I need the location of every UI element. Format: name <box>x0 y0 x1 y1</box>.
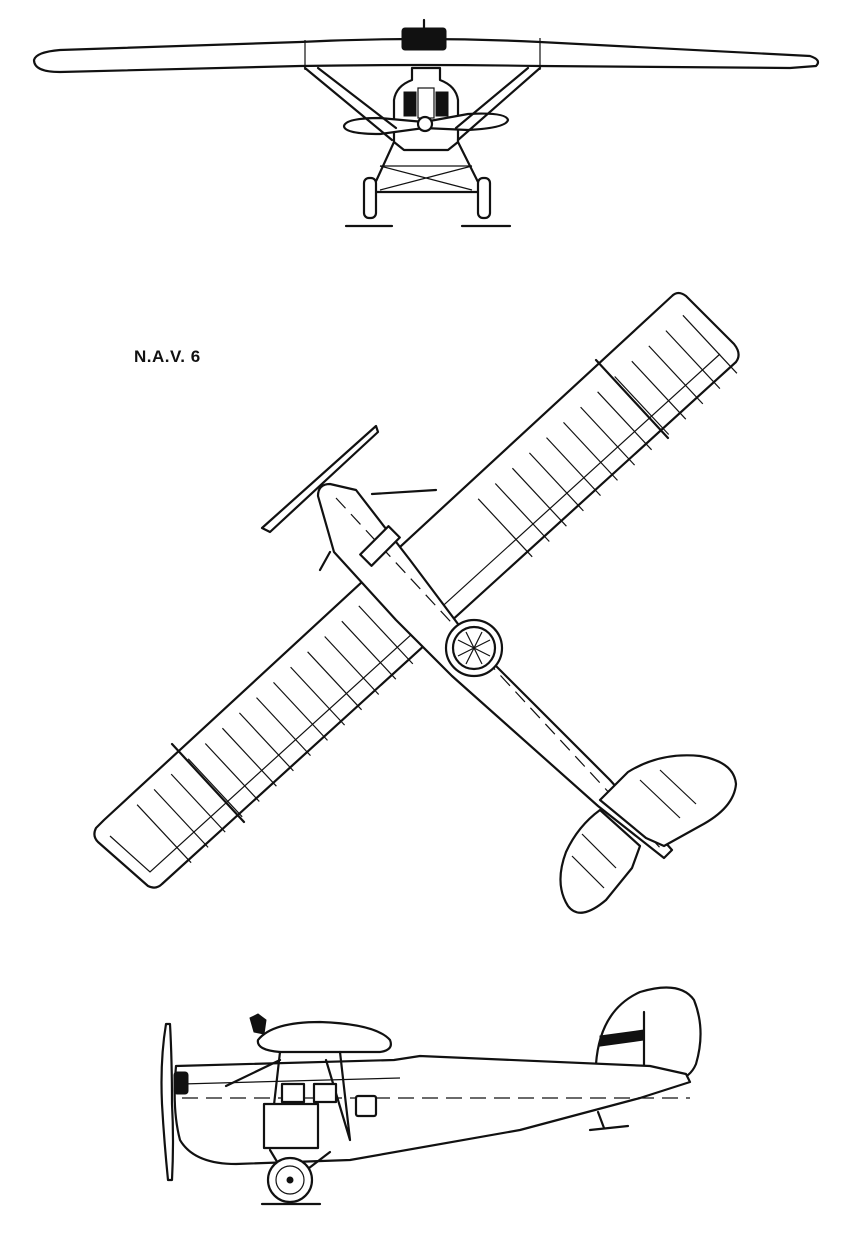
plan-view-cockpit-grid <box>457 631 491 665</box>
side-view-exhaust <box>249 1013 267 1035</box>
wing-rib <box>307 651 363 711</box>
front-view-wheel-left <box>362 176 378 220</box>
wing-rib <box>477 498 533 558</box>
wing-rib <box>153 788 209 848</box>
wing-rib <box>290 666 346 726</box>
wing-rib <box>494 483 550 542</box>
wing-rib <box>580 406 636 466</box>
wing-rib <box>238 712 294 772</box>
side-view-window-a <box>280 1082 306 1104</box>
side-view-cabin-struts <box>224 1050 352 1142</box>
front-view-strut-left-outer <box>303 66 394 142</box>
front-view-strut-right-outer <box>456 66 542 142</box>
front-view-wing <box>32 37 820 74</box>
front-view-cylinder-left <box>403 91 417 117</box>
wing-rib <box>187 758 243 818</box>
side-view-fin <box>594 986 702 1082</box>
plan-view-tail-rib-b <box>659 769 697 805</box>
plan-view-wing-ribs <box>136 314 738 864</box>
front-view-strut-left-inner <box>316 66 398 130</box>
side-view-longeron <box>181 1077 401 1085</box>
plan-view-tail-rib-c <box>581 833 617 869</box>
side-view-propeller <box>160 1022 175 1182</box>
wing-rib <box>170 773 226 833</box>
front-view-spinner <box>416 115 434 133</box>
wing-rib <box>358 605 414 665</box>
wing-rib <box>563 421 618 481</box>
side-view-window-c <box>354 1094 378 1118</box>
wing-rib <box>665 330 721 390</box>
front-view-cylinder-right <box>435 91 449 117</box>
wing-rib <box>273 681 328 741</box>
wing-rib <box>597 391 653 451</box>
wing-rib <box>614 376 670 435</box>
wing-rib <box>204 743 260 802</box>
plan-view-aileron-left <box>170 742 246 824</box>
plan-view <box>93 291 740 914</box>
side-view-wheel-hub <box>275 1165 305 1195</box>
plan-view-propeller <box>260 424 380 534</box>
wing-rib <box>136 804 192 864</box>
wing-rib <box>341 620 397 680</box>
plan-view-struts <box>318 488 438 572</box>
wing-rib <box>256 697 311 757</box>
plan-view-tail-rib-a <box>639 779 681 819</box>
plan-view-cockpit-inner <box>451 625 497 671</box>
plan-view-wing-edge-line <box>109 353 721 873</box>
side-view-tail-skid <box>588 1110 630 1132</box>
front-view-engine-block <box>401 27 447 51</box>
front-view <box>32 18 820 228</box>
front-view-wheel-right <box>476 176 492 220</box>
side-view-engine <box>173 1071 189 1095</box>
wing-rib <box>221 727 277 787</box>
side-view-axle <box>286 1176 294 1184</box>
plan-view-tailplane <box>598 754 738 848</box>
wing-rib <box>324 636 380 695</box>
wing-rib <box>648 345 704 405</box>
side-view-window-b <box>312 1082 338 1104</box>
side-view <box>160 986 702 1206</box>
wing-rib <box>528 452 584 512</box>
wing-rib <box>546 437 601 497</box>
plan-view-aileron-right <box>594 358 670 440</box>
plan-view-elevator <box>559 808 642 914</box>
plan-view-hatch <box>359 525 401 567</box>
plan-view-tail-rib-d <box>571 855 605 889</box>
wing-rib <box>682 314 738 374</box>
wing-rib <box>631 360 687 420</box>
side-view-wing <box>256 1020 392 1054</box>
side-view-door <box>262 1102 320 1150</box>
front-view-strut-right-inner <box>454 66 530 130</box>
aircraft-designation-label: N.A.V. 6 <box>134 347 201 366</box>
side-view-fuselage <box>173 1054 692 1166</box>
wing-rib <box>511 467 567 527</box>
front-view-gear-brace-b <box>379 165 473 191</box>
